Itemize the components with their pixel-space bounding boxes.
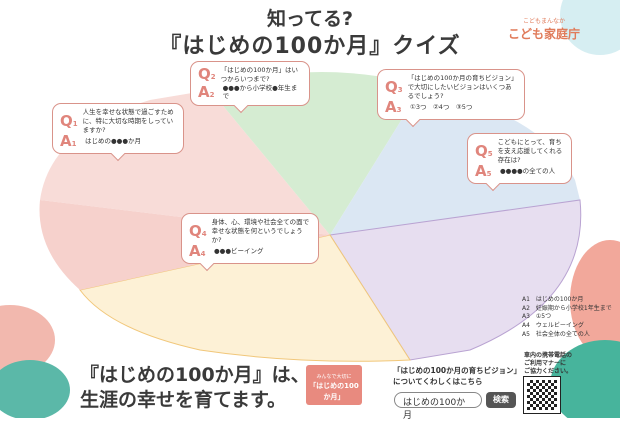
- question-text: こどもにとって、育ちを支え応援してくれる存在は?: [497, 138, 563, 164]
- tagline: 『はじめの100か月』は、 生涯の幸せを育てます。: [80, 364, 310, 411]
- info-text: 「はじめの100か月の育ちビジョン」 についてくわしくはこちら: [393, 366, 522, 386]
- q-label: Q4: [189, 221, 207, 240]
- a-label: A3: [385, 98, 402, 117]
- leaf-decoration: [0, 360, 70, 418]
- a-label: A5: [475, 162, 492, 181]
- q-label: Q1: [60, 111, 78, 130]
- q-label: Q3: [385, 77, 403, 96]
- leaf-decoration: [0, 305, 55, 375]
- quiz-bubble-2: Q2「はじめの100か月」はいつからいつまで? A2 ●●●から小学校●年生まで: [190, 61, 310, 107]
- sector-purple: [329, 199, 582, 361]
- agency-logo: こどもまんなか こども家庭庁: [508, 16, 580, 42]
- leaf-decoration: [550, 340, 620, 418]
- book-illustration: みんなで大切に 「はじめの100か月」: [306, 365, 362, 405]
- question-text: 「はじめの100か月」はいつからいつまで?: [220, 66, 299, 83]
- answer-text: ①3つ ②4つ ③5つ: [410, 103, 473, 112]
- search-button[interactable]: 検索: [486, 392, 516, 408]
- logo-name: こども家庭庁: [508, 27, 581, 41]
- a-label: A1: [60, 132, 77, 151]
- question-text: 身体、心、環境や社会全ての面で幸せな状態を何というでしょうか?: [211, 218, 310, 244]
- question-text: 「はじめの100か月の育ちビジョン」で大切にしたいビジョンはいくつあるでしょう?: [407, 74, 515, 100]
- answer-text: ●●●●の全ての人: [500, 167, 556, 176]
- answer-text: ●●●ビーイング: [214, 247, 264, 256]
- quiz-bubble-3: Q3「はじめの100か月の育ちビジョン」で大切にしたいビジョンはいくつあるでしょ…: [377, 69, 525, 121]
- sector-green: [210, 72, 420, 235]
- quiz-title: 『はじめの100か月』クイズ: [159, 34, 461, 59]
- sector-yellow: [79, 234, 411, 362]
- phone-manner-notice: 車内の携帯電話のご利用マナーにご協力ください。: [524, 352, 573, 375]
- cloud-decoration: [560, 0, 620, 55]
- title-line1: 知ってる?: [266, 8, 354, 30]
- q-label: Q2: [198, 65, 216, 84]
- sector-blue: [330, 90, 580, 235]
- qr-code[interactable]: [523, 376, 561, 414]
- a-label: A2: [198, 82, 215, 101]
- answer-text: ●●●から小学校●年生まで: [222, 83, 298, 101]
- question-text: 人生を幸せな状態で過ごすために、特に大切な時期をしっていますか?: [82, 108, 174, 134]
- search-input[interactable]: はじめの100か月: [394, 392, 482, 421]
- leaf-decoration: [570, 240, 620, 360]
- a-label: A4: [189, 242, 206, 261]
- logo-tagline: こどもまんなか: [523, 18, 566, 25]
- q-label: Q5: [475, 141, 493, 160]
- answer-text: はじめの●●●か月: [85, 137, 142, 146]
